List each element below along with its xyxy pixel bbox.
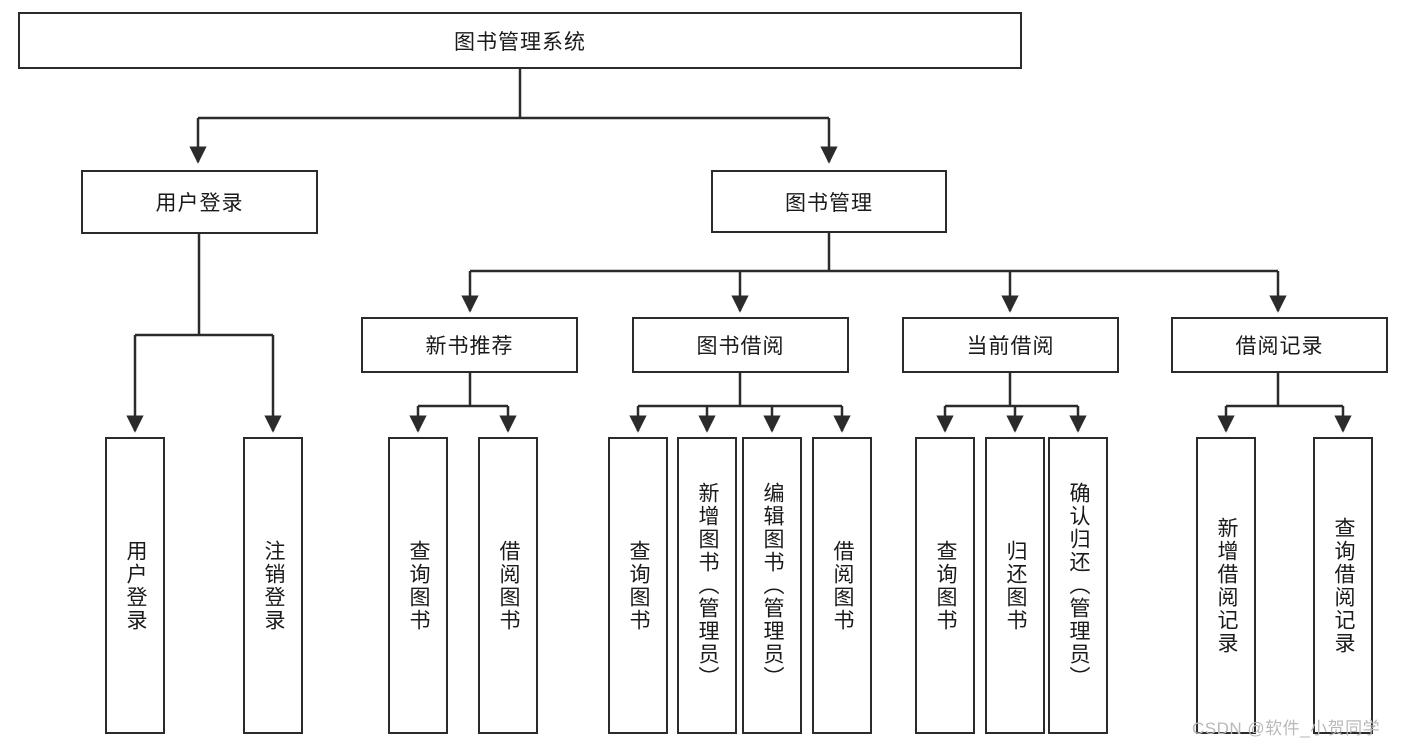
node-leaf-confirm-return-label: 确认归还（管理员） (1067, 482, 1091, 689)
node-book-borrow[interactable]: 图书借阅 (632, 317, 849, 373)
node-leaf-logout-label: 注销登录 (262, 539, 286, 632)
node-leaf-user-login[interactable]: 用户登录 (105, 437, 165, 734)
node-new-book-recommend[interactable]: 新书推荐 (361, 317, 578, 373)
node-leaf-borrow-book-2[interactable]: 借阅图书 (812, 437, 872, 734)
node-leaf-borrow-book-1[interactable]: 借阅图书 (478, 437, 538, 734)
node-user-login[interactable]: 用户登录 (81, 170, 318, 234)
node-leaf-add-book[interactable]: 新增图书（管理员） (677, 437, 737, 734)
node-leaf-edit-book-label: 编辑图书（管理员） (761, 482, 785, 689)
node-leaf-return-book[interactable]: 归还图书 (985, 437, 1045, 734)
node-leaf-query-record[interactable]: 查询借阅记录 (1313, 437, 1373, 734)
node-leaf-query-record-label: 查询借阅记录 (1332, 516, 1356, 655)
node-leaf-edit-book[interactable]: 编辑图书（管理员） (742, 437, 802, 734)
node-leaf-return-book-label: 归还图书 (1004, 539, 1028, 632)
node-leaf-query-book-1[interactable]: 查询图书 (388, 437, 448, 734)
node-current-borrow[interactable]: 当前借阅 (902, 317, 1119, 373)
node-leaf-query-book-1-label: 查询图书 (407, 539, 431, 632)
node-leaf-borrow-book-2-label: 借阅图书 (831, 539, 855, 632)
node-root-label: 图书管理系统 (454, 30, 586, 54)
node-user-login-label: 用户登录 (155, 192, 244, 215)
node-leaf-add-record[interactable]: 新增借阅记录 (1196, 437, 1256, 734)
node-leaf-confirm-return[interactable]: 确认归还（管理员） (1048, 437, 1108, 734)
node-leaf-query-book-2[interactable]: 查询图书 (608, 437, 668, 734)
watermark-text: CSDN @软件_小贺同学 (1192, 719, 1381, 738)
node-new-book-recommend-label: 新书推荐 (425, 335, 514, 358)
node-current-borrow-label: 当前借阅 (966, 335, 1055, 358)
node-book-manage[interactable]: 图书管理 (711, 170, 947, 233)
node-leaf-logout[interactable]: 注销登录 (243, 437, 303, 734)
node-borrow-record[interactable]: 借阅记录 (1171, 317, 1388, 373)
node-leaf-borrow-book-1-label: 借阅图书 (497, 539, 521, 632)
node-leaf-add-book-label: 新增图书（管理员） (696, 482, 720, 689)
node-book-borrow-label: 图书借阅 (696, 335, 785, 358)
node-leaf-query-book-3-label: 查询图书 (934, 539, 958, 632)
node-root[interactable]: 图书管理系统 (18, 12, 1022, 69)
node-book-manage-label: 图书管理 (785, 191, 873, 215)
node-borrow-record-label: 借阅记录 (1235, 335, 1324, 358)
node-leaf-user-login-label: 用户登录 (124, 539, 148, 632)
node-leaf-query-book-2-label: 查询图书 (627, 539, 651, 632)
node-leaf-add-record-label: 新增借阅记录 (1215, 516, 1239, 655)
node-leaf-query-book-3[interactable]: 查询图书 (915, 437, 975, 734)
